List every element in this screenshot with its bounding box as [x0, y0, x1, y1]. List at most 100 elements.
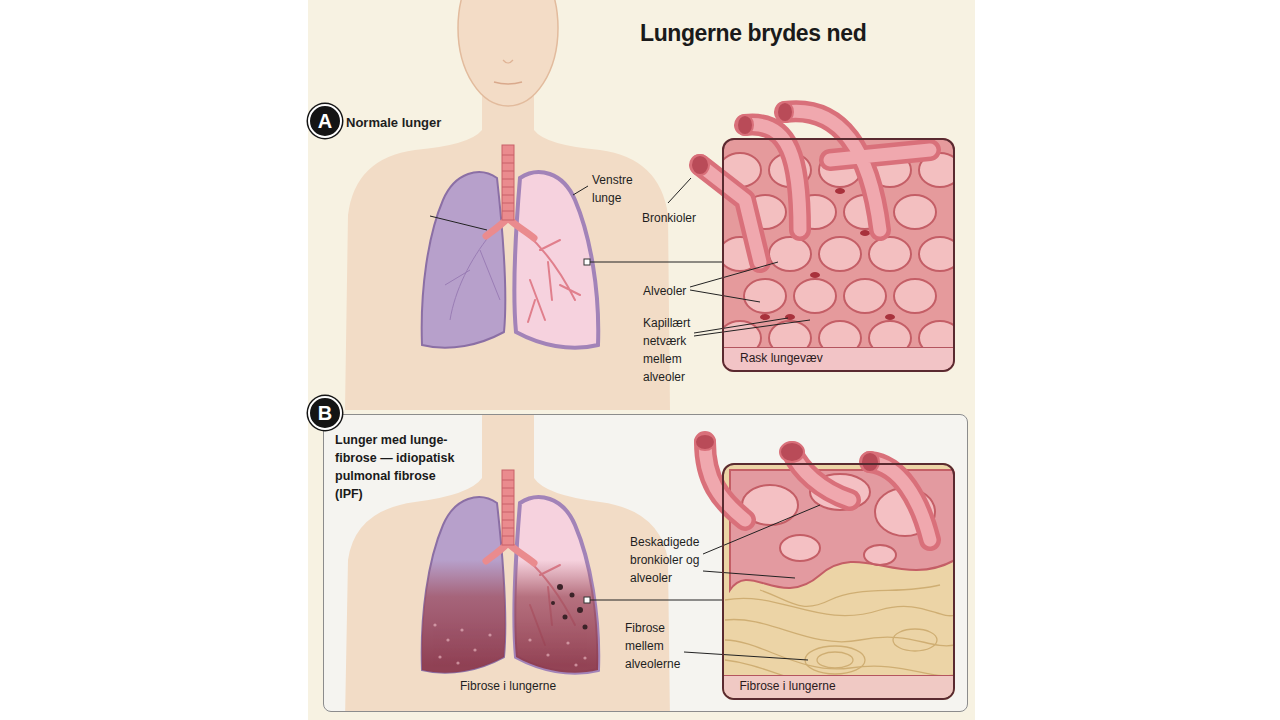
- capillary: [835, 188, 845, 194]
- fibrosis-shading: [400, 545, 620, 685]
- bronchioles-b: [695, 434, 930, 540]
- main-bronchi: [486, 218, 534, 238]
- tissue-inset: Rask lungevæv: [722, 138, 955, 372]
- leader-line: [690, 290, 760, 302]
- alveolus: [744, 279, 786, 313]
- alveolus: [769, 237, 811, 271]
- callout-label: Fibrose i lungerne: [460, 679, 556, 693]
- leader-line: [694, 318, 788, 333]
- alveolus: [919, 237, 955, 271]
- cyst: [583, 625, 588, 630]
- inset-caption: Rask lungevæv: [724, 348, 823, 368]
- badge-letter: A: [318, 111, 332, 131]
- zoom-marker: [584, 597, 590, 603]
- leader-line: [668, 178, 691, 203]
- label-wrap: Normale lunger: [346, 113, 441, 131]
- speckle: [473, 648, 476, 651]
- speckle: [574, 663, 577, 666]
- panel-ground: [308, 0, 975, 720]
- head: [458, 0, 558, 106]
- speckle: [433, 623, 436, 626]
- cyst: [563, 615, 568, 620]
- callout-label: Venstre lunge: [592, 173, 633, 205]
- cyst: [557, 584, 563, 590]
- leader-line: [573, 186, 588, 195]
- cyst: [551, 601, 555, 605]
- caption-band: Rask lungevæv: [724, 347, 953, 370]
- speckle: [456, 661, 459, 664]
- fibrosis-speckles: [433, 623, 586, 666]
- fibre: [725, 640, 955, 676]
- trachea-rings: [502, 155, 514, 211]
- capillary: [860, 230, 870, 236]
- speckle: [528, 638, 531, 641]
- caption-band: Fibrose i lungerne: [724, 675, 953, 698]
- alveolus: [794, 279, 836, 313]
- title-wrap: Lungerne brydes ned: [640, 20, 866, 47]
- nose: [503, 60, 513, 63]
- label-wrap: Bronkioler: [642, 208, 696, 226]
- label-wrap: Kapillært netværk mellem alveoler: [643, 313, 701, 385]
- capillary: [810, 272, 820, 278]
- callout-label: Kapillært netværk mellem alveoler: [643, 316, 690, 384]
- tissue-inset: Fibrose i lungerne: [722, 463, 955, 700]
- callout-label: Bronkioler: [642, 211, 696, 225]
- lungs-b: [400, 470, 620, 685]
- alveolus: [869, 237, 911, 271]
- mouth: [494, 82, 522, 84]
- callout-label: Beskadigede bronkioler og alveoler: [630, 535, 699, 585]
- leader-line: [430, 216, 487, 230]
- inset-caption: Fibrose i lungerne: [724, 676, 836, 696]
- bronchiole-end: [691, 155, 709, 175]
- lungs-a: [422, 145, 599, 348]
- capillary: [760, 314, 770, 320]
- capillary: [885, 314, 895, 320]
- zoom-leader: [590, 600, 722, 601]
- cysts: [551, 584, 588, 630]
- bronchiole-wall: [700, 111, 930, 262]
- bronchiole-end: [780, 442, 804, 462]
- speckle: [438, 655, 441, 658]
- leader-line: [703, 571, 795, 578]
- capillary: [785, 314, 795, 320]
- leader-line: [694, 320, 810, 336]
- callout-label: Alveoler: [643, 284, 686, 298]
- main-bronchi: [486, 543, 534, 563]
- fibre: [760, 585, 940, 606]
- airspace: [780, 535, 820, 561]
- bronchiole-end: [777, 102, 793, 122]
- label-wrap: Fibrose mellem alveolerne: [625, 618, 697, 672]
- trachea: [502, 470, 514, 545]
- fibre: [805, 646, 865, 674]
- label-wrap: Venstre lunge: [592, 170, 640, 206]
- badge-letter: B: [318, 403, 332, 423]
- alveolus: [894, 195, 936, 229]
- right-lung: [422, 172, 506, 348]
- callout-label: Normale lunger: [346, 115, 441, 130]
- bronchi: [525, 232, 580, 322]
- fibre: [725, 620, 955, 646]
- person-a: [345, 0, 670, 410]
- bronchiole-end: [737, 115, 753, 135]
- vessels: [445, 235, 500, 320]
- label-wrap: Beskadigede bronkioler og alveoler: [630, 532, 702, 586]
- speckle: [460, 628, 463, 631]
- panel-badge: A: [308, 104, 342, 138]
- bronchiole-end: [695, 434, 715, 450]
- speckle: [566, 641, 569, 644]
- trachea: [502, 145, 514, 220]
- airspace: [864, 545, 896, 565]
- cyst: [577, 607, 583, 613]
- leader-line: [690, 262, 778, 287]
- alveolus: [894, 279, 936, 313]
- bronchioles-a: [691, 102, 930, 262]
- title: Lungerne brydes ned: [640, 20, 866, 46]
- speckle: [583, 656, 586, 659]
- alveolus: [819, 237, 861, 271]
- zoom-leader: [590, 262, 722, 263]
- bronchiole-wall: [705, 442, 930, 540]
- left-lung: [514, 172, 598, 348]
- zoom-marker: [584, 259, 590, 265]
- leaders-b: [590, 505, 820, 660]
